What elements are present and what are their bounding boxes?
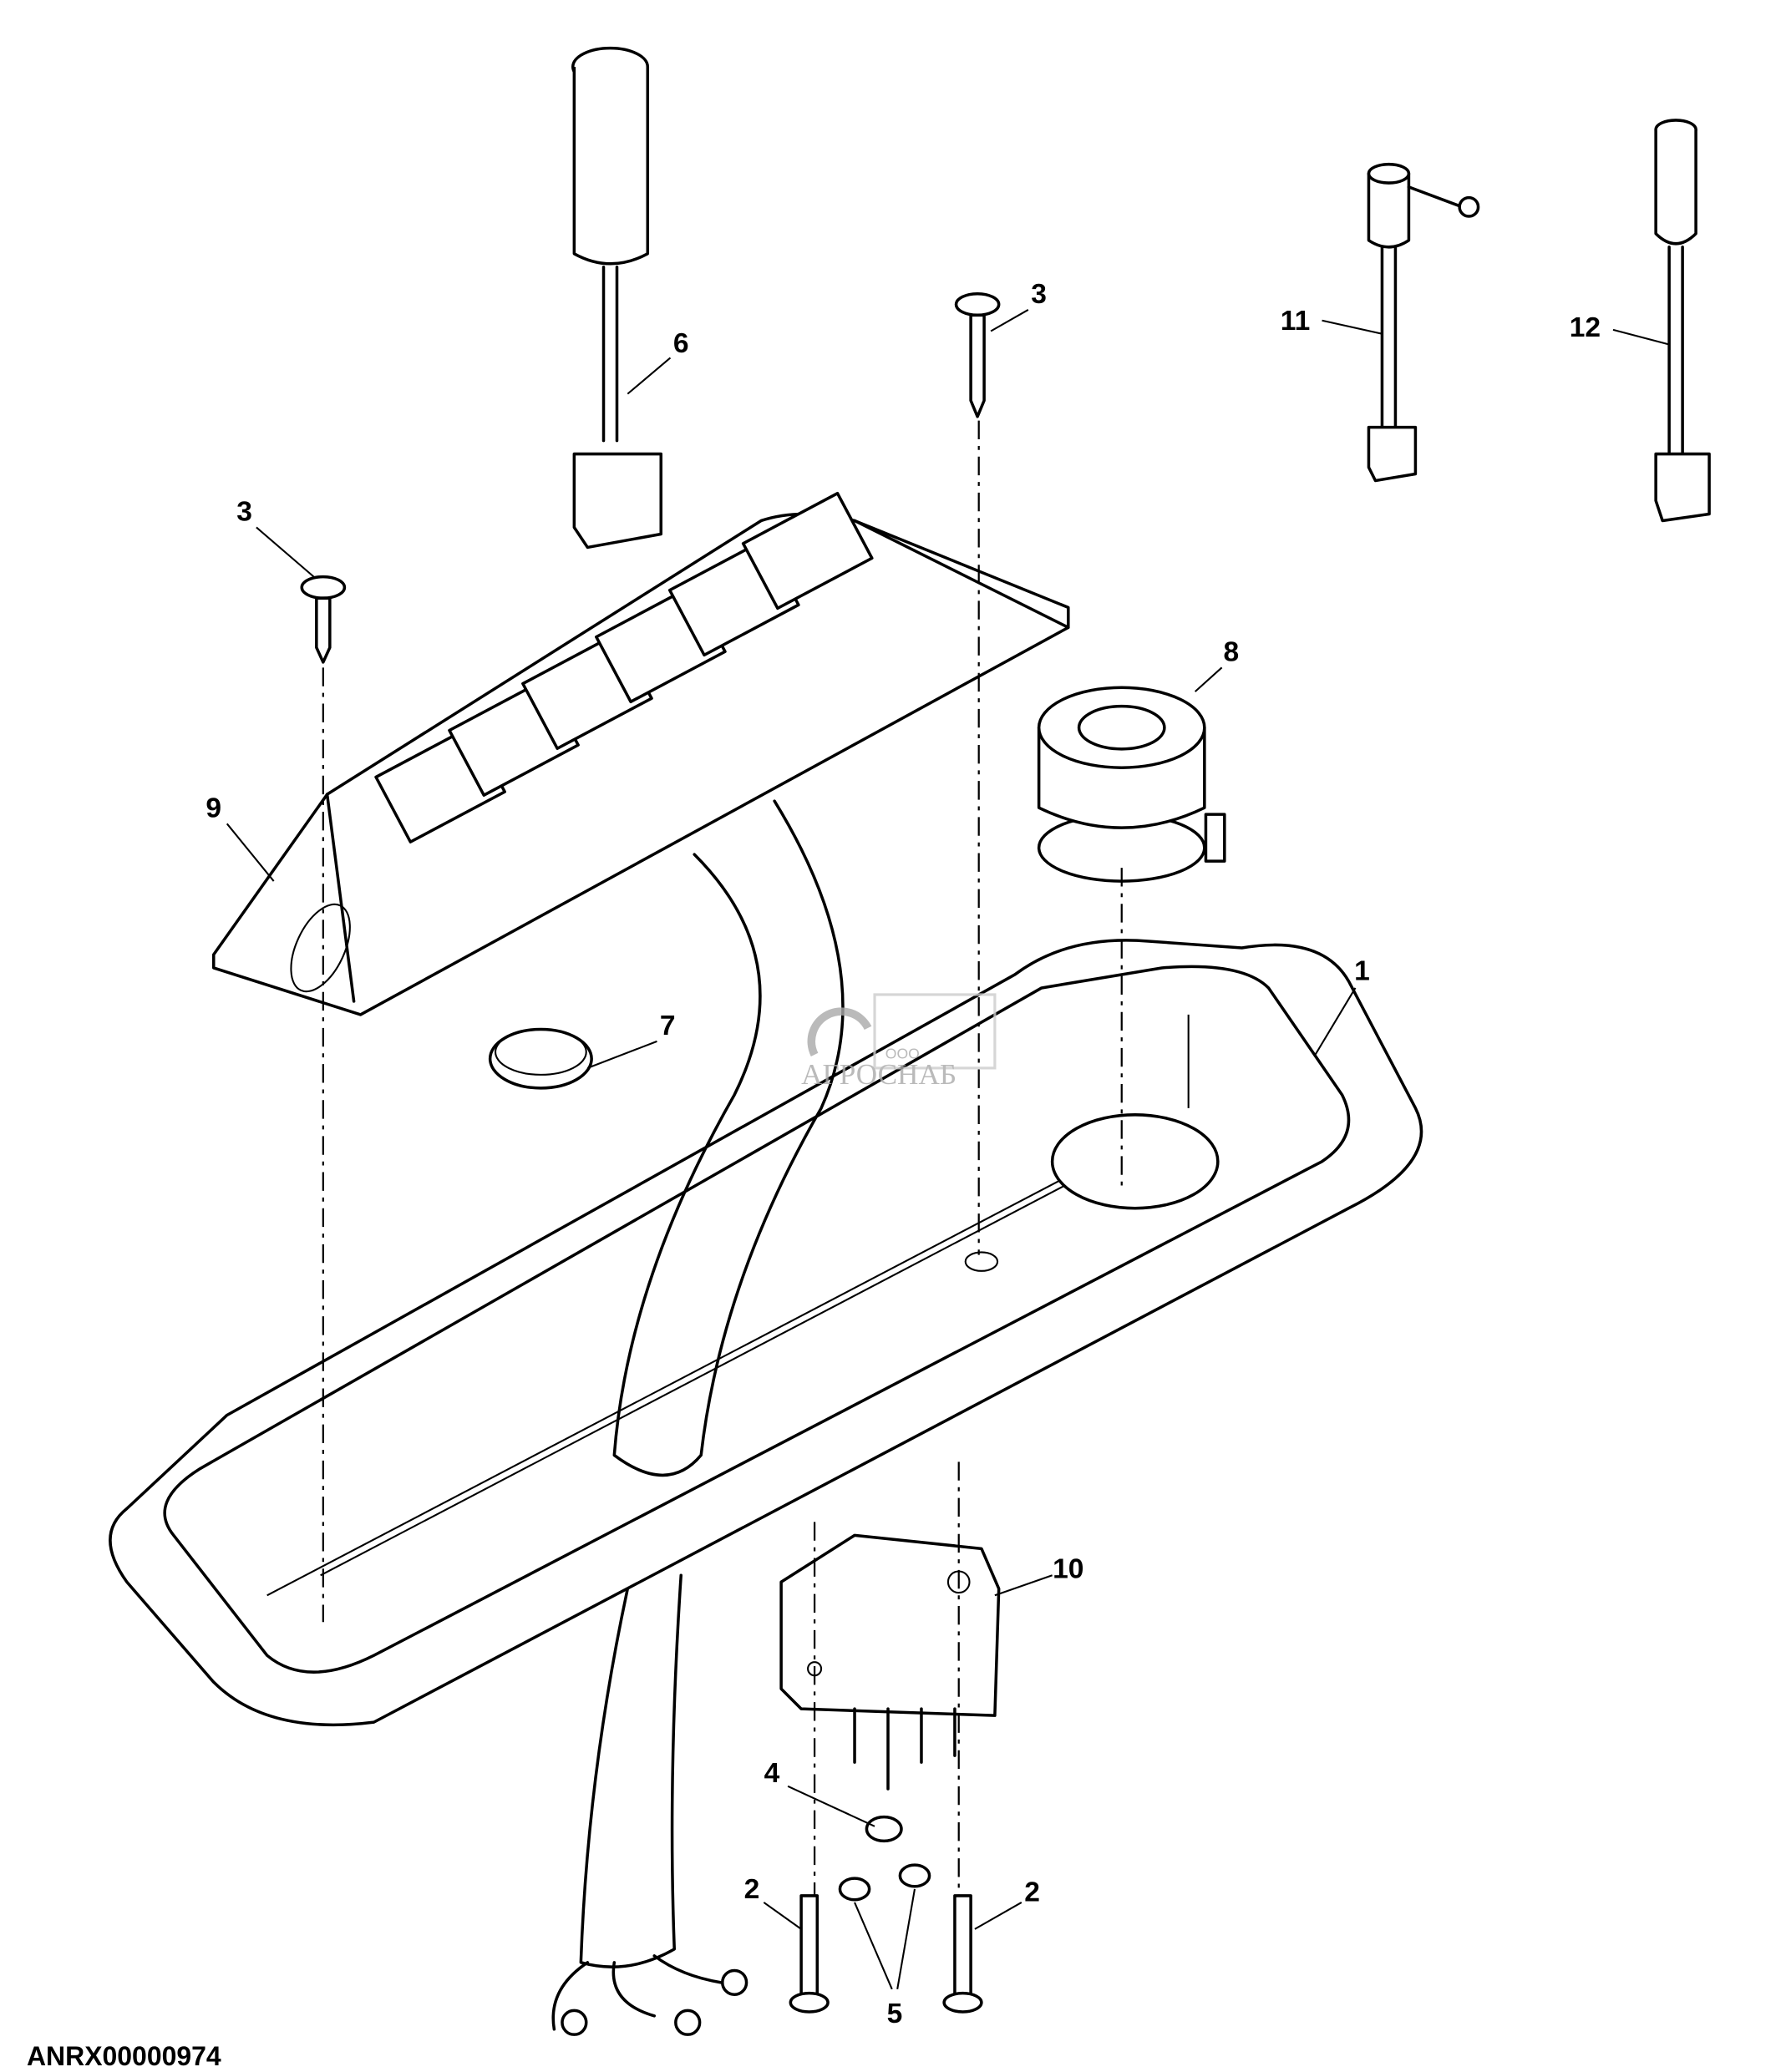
part-3-screw-upper xyxy=(954,291,1001,418)
watermark-name: АГРОСНАБ xyxy=(801,1058,957,1091)
callout-6: 6 xyxy=(673,328,689,359)
leader-lines xyxy=(226,309,1670,1990)
callout-2-right: 2 xyxy=(1024,1877,1040,1907)
part-4-nut xyxy=(865,1815,903,1843)
part-2-screw-left xyxy=(789,1894,830,2014)
part-2-screw-right xyxy=(942,1894,983,2014)
callout-12: 12 xyxy=(1570,312,1601,343)
assembly-center-lines xyxy=(322,420,1123,1896)
callout-11: 11 xyxy=(1281,306,1310,337)
callout-3-upper: 3 xyxy=(1031,279,1047,310)
callout-9: 9 xyxy=(206,793,221,823)
watermark-logo: ООО АГРОСНАБ xyxy=(801,993,997,1091)
callout-7: 7 xyxy=(660,1011,676,1041)
part-number-label: ANRX00000974 xyxy=(27,2041,221,2071)
part-6-connector xyxy=(571,46,663,550)
watermark-prefix: ООО xyxy=(885,1046,920,1062)
callout-5: 5 xyxy=(887,1999,903,2029)
callout-10: 10 xyxy=(1053,1553,1083,1584)
callout-8: 8 xyxy=(1223,636,1239,667)
part-7-plug xyxy=(488,1027,593,1090)
part-12-cable xyxy=(1654,119,1711,523)
cable-harness xyxy=(551,799,845,2036)
rocker-switches xyxy=(374,491,874,843)
callout-4: 4 xyxy=(764,1758,780,1789)
callout-2-left: 2 xyxy=(744,1874,760,1905)
callout-3-left: 3 xyxy=(236,496,252,527)
part-10-bracket xyxy=(779,1533,1001,1791)
part-11-cable xyxy=(1367,162,1480,483)
part-3-screw-left xyxy=(300,575,347,664)
part-1-tray xyxy=(109,939,1423,1727)
part-9-switch-panel xyxy=(212,491,1070,1016)
part-5-nuts xyxy=(838,1863,931,1902)
part-8-socket xyxy=(1037,686,1226,883)
callout-1: 1 xyxy=(1354,955,1370,986)
